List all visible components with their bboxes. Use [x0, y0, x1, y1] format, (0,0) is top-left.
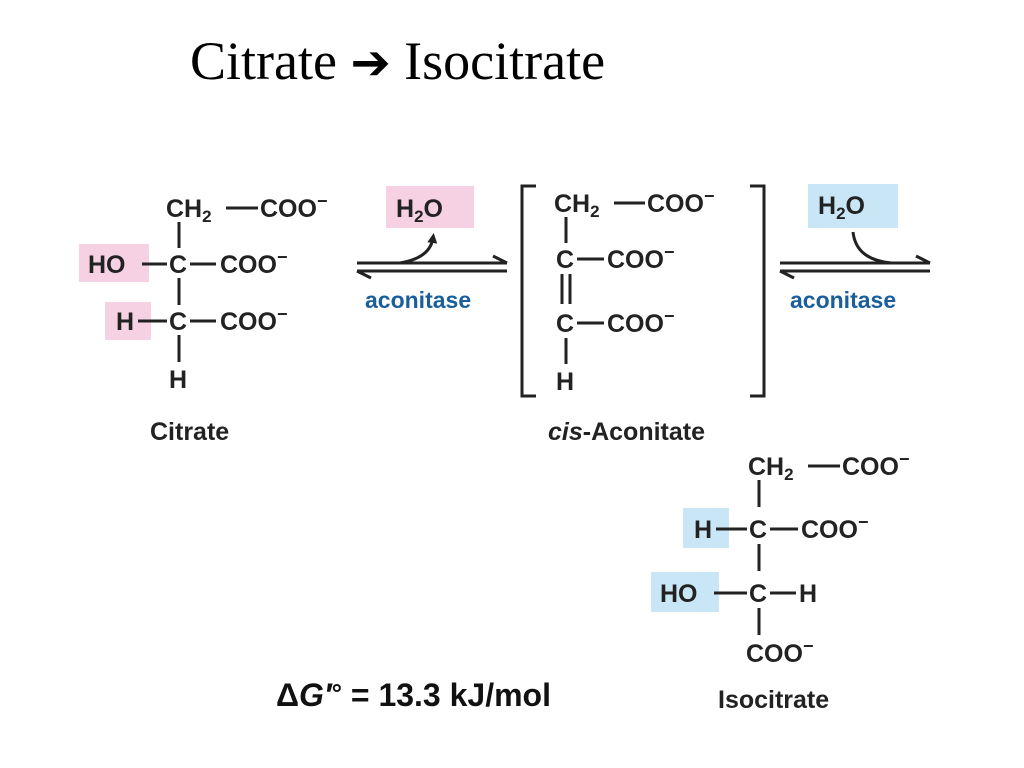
step2-water: H2O: [818, 192, 865, 223]
water-addition-curve: [851, 231, 893, 265]
step1-arrows: H2O aconitase: [356, 186, 508, 313]
citrate-label: Citrate: [150, 418, 229, 446]
aconitate-ch2: CH2: [554, 190, 600, 221]
aconitate-structure: CH2 COO− C COO− C COO− H cis-Aconitate: [520, 184, 766, 446]
step2-arrows: H2O aconitase: [779, 184, 931, 313]
aconitate-r1: COO−: [607, 242, 674, 274]
left-bracket: [520, 184, 536, 398]
isocitrate-ho: HO: [660, 580, 698, 608]
isocitrate-h: H: [694, 516, 712, 544]
isocitrate-ch2: CH2: [748, 453, 794, 484]
isocitrate-bottom-coo: COO−: [746, 636, 813, 668]
step1-water-highlight: [386, 186, 474, 228]
forward-arrow-head: [492, 254, 508, 265]
isocitrate-c1: C: [749, 516, 767, 544]
citrate-top-coo: COO−: [260, 191, 327, 223]
citrate-c2: C: [169, 308, 187, 336]
isocitrate-r1: COO−: [801, 512, 868, 544]
title-left: Citrate: [190, 31, 337, 91]
isocitrate-structure: CH2 COO− H C COO− HO C H COO− Isocitrate: [651, 449, 909, 714]
aconitate-bottom-h: H: [556, 368, 574, 396]
delta-g-equation: ΔG′° = 13.3 kJ/mol: [276, 677, 551, 713]
step1-water: H2O: [396, 195, 443, 226]
aconitate-c2: C: [556, 310, 574, 338]
title-right: Isocitrate: [404, 31, 606, 91]
citrate-r2: COO−: [220, 304, 287, 336]
citrate-ho-highlight: [79, 244, 149, 282]
citrate-structure: CH2 COO− HO C COO− H C COO− H Citrate: [79, 191, 327, 446]
citrate-r1: COO−: [220, 247, 287, 279]
isocitrate-ho-highlight: [651, 572, 719, 612]
right-arrow-icon: ➔: [350, 35, 391, 91]
right-bracket: [750, 184, 766, 398]
page-title: Citrate ➔ Isocitrate: [190, 30, 605, 92]
isocitrate-top-coo: COO−: [842, 449, 909, 481]
citrate-c1: C: [169, 251, 187, 279]
aconitate-top-coo: COO−: [647, 186, 714, 218]
citrate-bottom-h: H: [169, 366, 187, 394]
reverse-arrow-head: [356, 269, 372, 280]
water-release-curve: [399, 233, 438, 265]
aconitate-c1: C: [556, 246, 574, 274]
isocitrate-label: Isocitrate: [718, 686, 829, 714]
forward-arrow-head: [915, 254, 931, 265]
step2-enzyme: aconitase: [790, 287, 896, 313]
step2-water-highlight: [808, 184, 898, 228]
step1-enzyme: aconitase: [365, 287, 471, 313]
aconitate-label: cis-Aconitate: [548, 418, 705, 446]
aconitate-r2: COO−: [607, 306, 674, 338]
isocitrate-r2: H: [799, 580, 817, 608]
citrate-ch2: CH2: [166, 195, 212, 226]
citrate-h: H: [116, 308, 134, 336]
citrate-ho: HO: [88, 251, 126, 279]
isocitrate-c2: C: [749, 580, 767, 608]
reverse-arrow-head: [779, 269, 795, 280]
